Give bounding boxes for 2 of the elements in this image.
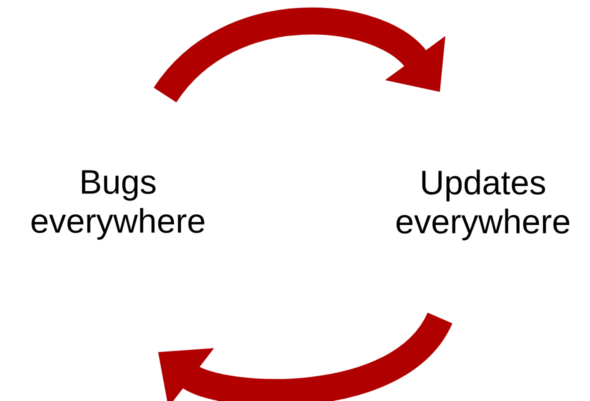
text-label: Bugs everywhere [32, 170, 204, 240]
text-label: Updates everywhere [396, 170, 570, 240]
